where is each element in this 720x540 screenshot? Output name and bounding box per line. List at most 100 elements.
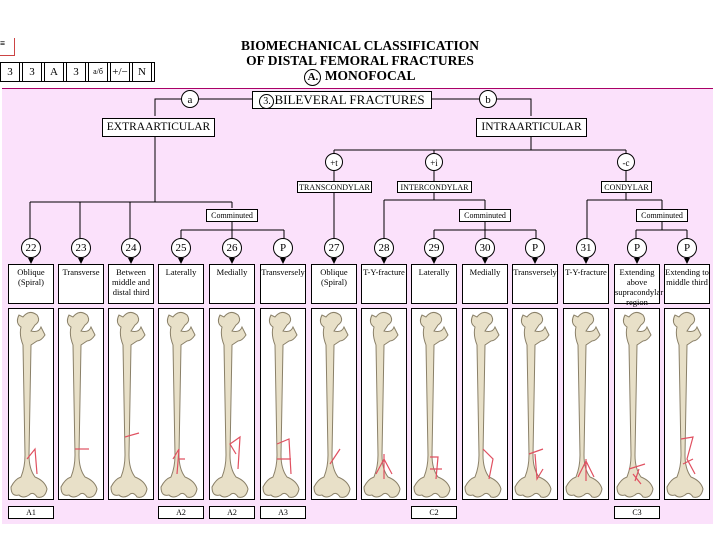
- fracture-type-number: 29: [424, 238, 444, 258]
- fracture-line: [528, 448, 544, 481]
- femur-icon: [363, 311, 401, 498]
- branch-a-marker: a: [181, 90, 199, 108]
- root-number: 3.: [259, 94, 275, 109]
- arrow-head: [331, 258, 337, 264]
- code-cell: +/−: [110, 63, 130, 81]
- transcondylar-marker: +t: [325, 153, 343, 171]
- femur-icon: [313, 311, 351, 498]
- fracture-description: Transversely: [512, 264, 558, 304]
- fracture-line: [430, 456, 442, 480]
- fracture-type-number: P: [677, 238, 697, 258]
- femur-illustration: [58, 308, 104, 500]
- fracture-type-number: 25: [171, 238, 191, 258]
- title-subtitle: MONOFOCAL: [324, 68, 416, 83]
- femur-illustration: [614, 308, 660, 500]
- femur-icon: [262, 311, 300, 498]
- code-cell: 3: [0, 63, 20, 81]
- femur-icon: [10, 311, 48, 498]
- fracture-description: Extending above supracondylar region: [614, 264, 663, 307]
- comminuted-box-condylar: Comminuted: [636, 209, 688, 222]
- arrow-head: [583, 258, 589, 264]
- femur-icon: [514, 311, 552, 498]
- intraarticular-box: INTRAARTICULAR: [476, 118, 587, 137]
- classification-code: C3: [614, 506, 660, 519]
- fracture-description: Laterally: [411, 264, 457, 304]
- fracture-line: [229, 435, 241, 470]
- fracture-description: Laterally: [158, 264, 204, 304]
- fracture-type-number: 31: [576, 238, 596, 258]
- branch-b-marker: b: [479, 90, 497, 108]
- arrow-head: [381, 258, 387, 264]
- fracture-line: [577, 459, 595, 481]
- femur-icon: [413, 311, 451, 498]
- title-line-3: A. MONOFOCAL: [180, 68, 540, 86]
- fracture-line: [628, 463, 646, 485]
- fracture-line: [124, 432, 140, 438]
- arrow-head: [431, 258, 437, 264]
- fracture-description: Medially: [462, 264, 508, 304]
- fracture-line: [375, 454, 393, 479]
- fracture-description: T-Y-fracture: [563, 264, 609, 304]
- fracture-description: Medially: [209, 264, 255, 304]
- fracture-type-number: 30: [475, 238, 495, 258]
- intercondylar-marker: +i: [425, 153, 443, 171]
- fracture-line: [276, 438, 292, 475]
- title-line-2: OF DISTAL FEMORAL FRACTURES: [246, 53, 474, 68]
- classification-code: A3: [260, 506, 306, 519]
- code-cell: 3: [22, 63, 42, 81]
- code-cell: A: [44, 63, 64, 81]
- fracture-description: T-Y-fracture: [361, 264, 407, 304]
- femur-illustration: [209, 308, 255, 500]
- femur-illustration: [512, 308, 558, 500]
- fracture-line: [172, 448, 185, 475]
- fracture-line: [482, 448, 494, 480]
- code-cell: a/б: [88, 63, 108, 81]
- arrow-head: [78, 258, 84, 264]
- fracture-line: [26, 447, 38, 475]
- arrow-head: [634, 258, 640, 264]
- femur-icon: [60, 311, 98, 498]
- femur-icon: [464, 311, 502, 498]
- femur-icon: [211, 311, 249, 498]
- fracture-description: Between middle and distal third: [108, 264, 154, 304]
- classification-code: A2: [158, 506, 204, 519]
- femur-icon: [565, 311, 603, 498]
- arrow-head: [684, 258, 690, 264]
- classification-code: A2: [209, 506, 255, 519]
- code-cell: 3: [66, 63, 86, 81]
- fracture-description: Oblique (Spiral): [8, 264, 54, 304]
- fracture-description: Transverse: [58, 264, 104, 304]
- arrow-head: [229, 258, 235, 264]
- title-line-1: BIOMECHANICAL CLASSIFICATION: [241, 38, 479, 53]
- fracture-description: Extending to middle third: [664, 264, 710, 304]
- arrow-head: [178, 258, 184, 264]
- femur-illustration: [563, 308, 609, 500]
- femur-icon: [666, 311, 704, 498]
- fracture-type-number: 22: [21, 238, 41, 258]
- fracture-type-number: 24: [121, 238, 141, 258]
- femur-illustration: [158, 308, 204, 500]
- fracture-type-number: 26: [222, 238, 242, 258]
- femur-illustration: [8, 308, 54, 500]
- fracture-type-number: 28: [374, 238, 394, 258]
- fracture-type-number: 23: [71, 238, 91, 258]
- fracture-description: Oblique (Spiral): [311, 264, 357, 304]
- fracture-type-number: P: [273, 238, 293, 258]
- fracture-line: [329, 448, 341, 465]
- transcondylar-box: TRANSCONDYLAR: [297, 181, 372, 193]
- root-label: BILEVERAL FRACTURES: [274, 92, 425, 107]
- arrow-head: [28, 258, 34, 264]
- code-cell: N: [132, 63, 152, 81]
- femur-icon: [616, 311, 654, 498]
- classification-code: A1: [8, 506, 54, 519]
- extraarticular-box: EXTRAARTICULAR: [102, 118, 215, 137]
- femur-illustration: [361, 308, 407, 500]
- arrow-head: [532, 258, 538, 264]
- arrow-head: [482, 258, 488, 264]
- classification-code: C2: [411, 506, 457, 519]
- femur-icon: [160, 311, 198, 498]
- comminuted-box-extra: Comminuted: [206, 209, 258, 222]
- condylar-marker: -c: [617, 153, 635, 171]
- arrow-head: [280, 258, 286, 264]
